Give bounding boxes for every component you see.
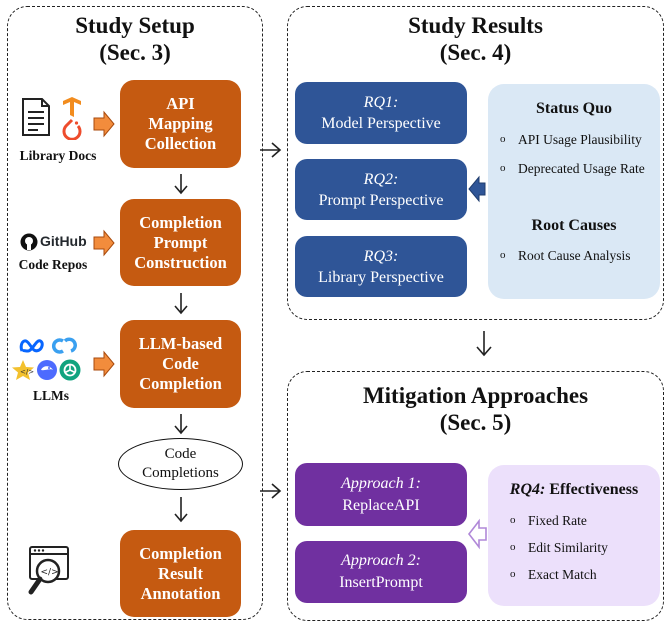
tensorflow-icon (63, 97, 81, 117)
status-quo-item-1: API Usage Plausibility (500, 132, 642, 148)
github-icon (20, 233, 38, 251)
results-title-line1: Study Results (408, 13, 543, 38)
document-icon (22, 98, 50, 136)
status-quo-heading: Status Quo (535, 100, 613, 117)
rq2-label: RQ2: (363, 170, 399, 188)
root-causes-heading: Root Causes (531, 217, 617, 234)
results-title-line2: (Sec. 4) (439, 40, 512, 65)
code-completions-line2: Completions (142, 465, 219, 481)
rq1-label: RQ1: (363, 94, 399, 111)
step-llm-code-completion: LLM-based Code Completion (120, 320, 241, 408)
blue-block-arrow (468, 175, 486, 203)
down-arrow-4 (174, 497, 188, 523)
down-arrow-1 (174, 174, 188, 195)
approach1-label: Approach 1: (341, 474, 421, 492)
effectiveness-item-3: Exact Match (510, 567, 597, 583)
study-results-panel (287, 6, 664, 320)
down-arrow-2 (174, 293, 188, 315)
code-inspection-icon: </> (28, 546, 69, 595)
right-arrow-to-mitigation (260, 483, 282, 499)
setup-title: Study Setup (Sec. 3) (7, 12, 263, 66)
openai-icon (59, 359, 81, 381)
step-2-line1: Completion (139, 212, 222, 232)
code-completions-line1: Code (164, 446, 197, 462)
block-arrow-repos (93, 229, 115, 257)
github-text: GitHub (40, 233, 87, 249)
results-title: Study Results (Sec. 4) (287, 12, 664, 66)
effectiveness-heading: RQ4: Effectiveness (488, 481, 660, 499)
rq3-label: RQ3: (363, 247, 399, 265)
effectiveness-item-1: Fixed Rate (510, 513, 587, 529)
approach2-text: InsertPrompt (339, 574, 423, 591)
rq2-box: RQ2: Prompt Perspective (295, 159, 467, 220)
approach2-box: Approach 2: InsertPrompt (295, 541, 467, 603)
rq2-text: Prompt Perspective (318, 191, 444, 209)
setup-title-line2: (Sec. 3) (99, 40, 171, 65)
svg-text:</>: </> (20, 368, 34, 376)
study-setup-panel (7, 6, 263, 620)
rq3-text: Library Perspective (318, 268, 444, 286)
purple-hollow-arrow (467, 518, 487, 550)
step-3-line2: Code (162, 354, 199, 373)
code-repos-label: Code Repos (18, 257, 88, 272)
code-completions-ellipse: Code Completions (118, 438, 243, 490)
step-4-line1: Completion (139, 543, 222, 563)
setup-title-line1: Study Setup (75, 13, 195, 38)
step-completion-result-annotation: Completion Result Annotation (120, 530, 241, 617)
codegeex-icon (52, 337, 77, 354)
root-causes-item-1: Root Cause Analysis (500, 248, 630, 264)
step-2-line3: Construction (134, 252, 227, 272)
block-arrow-docs (93, 110, 115, 138)
step-1-line3: Collection (144, 134, 217, 153)
step-1-line2: Mapping (148, 114, 213, 133)
meta-icon (19, 339, 44, 353)
rq1-box: RQ1: Model Perspective (295, 82, 467, 144)
mitigation-panel (287, 371, 664, 621)
svg-text:</>: </> (41, 568, 59, 578)
mitigation-title-line2: (Sec. 5) (439, 410, 512, 435)
down-arrow-results-to-mitigation (476, 331, 492, 357)
step-4-line2: Result (158, 563, 203, 583)
down-arrow-3 (174, 414, 188, 435)
right-arrow-to-results (260, 142, 282, 158)
approach1-box: Approach 1: ReplaceAPI (295, 463, 467, 526)
step-3-line1: LLM-based (138, 334, 223, 353)
library-docs-label: Library Docs (19, 148, 97, 163)
starcoder-icon: </> (12, 360, 34, 380)
deepseek-icon (37, 360, 57, 380)
rq3-box: RQ3: Library Perspective (295, 236, 467, 297)
rq4-label: RQ4: (509, 481, 546, 498)
step-completion-prompt-construction: Completion Prompt Construction (120, 199, 241, 286)
step-1-line1: API (166, 94, 195, 113)
mitigation-title: Mitigation Approaches (Sec. 5) (287, 382, 664, 436)
step-3-line3: Completion (139, 374, 222, 393)
effectiveness-item-2: Edit Similarity (510, 540, 608, 556)
step-2-line2: Prompt (153, 232, 208, 252)
mitigation-title-line1: Mitigation Approaches (362, 383, 589, 408)
step-4-line3: Annotation (140, 583, 221, 603)
pytorch-icon (62, 118, 82, 140)
block-arrow-llms (93, 350, 115, 378)
step-api-mapping-collection: API Mapping Collection (120, 80, 241, 168)
effectiveness-title: Effectiveness (549, 481, 639, 498)
approach1-text: ReplaceAPI (342, 496, 420, 514)
status-quo-item-2: Deprecated Usage Rate (500, 161, 645, 177)
rq1-text: Model Perspective (321, 115, 441, 132)
llms-label: LLMs (32, 388, 69, 403)
approach2-label: Approach 2: (341, 552, 421, 569)
